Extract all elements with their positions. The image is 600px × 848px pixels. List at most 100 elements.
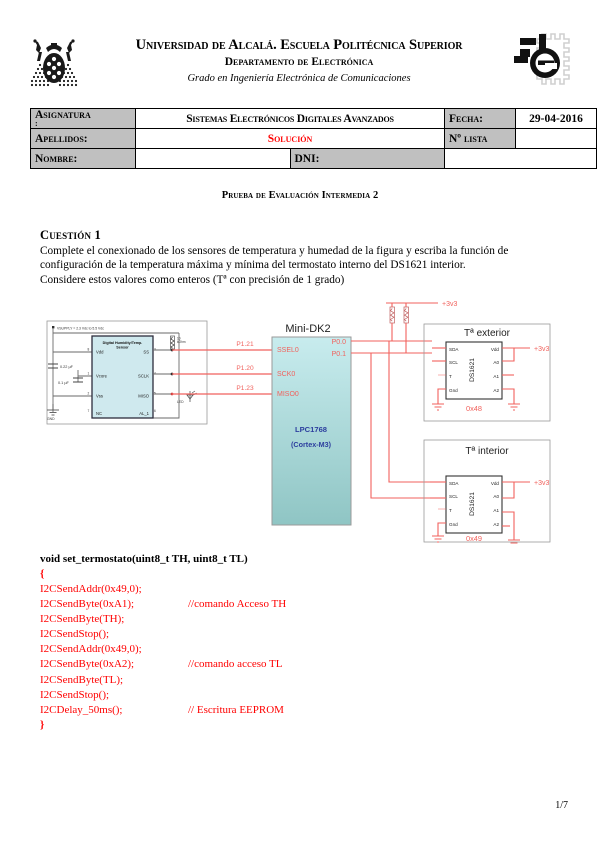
sensor-pinnum-3: 3: [154, 348, 156, 352]
ds1621-exterior-pin-t: T: [449, 374, 452, 379]
code-comment: //comando acceso TL: [188, 658, 283, 671]
humidity-sensor-ic: [91, 335, 154, 419]
ds1621-interior-pin-scl: SCL: [449, 494, 458, 499]
page-footer: 1/7: [0, 800, 568, 811]
dni-label: DNI:: [289, 148, 445, 169]
code-line: I2CDelay_50ms(); // Escritura EEPROM: [40, 703, 440, 718]
list-number-value[interactable]: [515, 128, 597, 149]
ds1621-exterior-grounds: [432, 403, 520, 411]
code-open-brace: {: [40, 568, 45, 581]
led-label: LED: [177, 400, 184, 404]
ground-symbol-sensor: [47, 404, 59, 416]
code-line: I2CSendByte(TH);: [40, 612, 440, 627]
humidity-sensor-title-line2: Sensor: [116, 345, 129, 349]
table-row-subject: Asignatura: Sistemas Electrónicos Digita…: [30, 108, 597, 129]
port-label-p120: P1.20: [236, 365, 254, 372]
capacitor-01uf: 0.1 µF: [58, 377, 83, 385]
mcu-board-title: Mini-DK2: [285, 323, 330, 335]
date-value[interactable]: 29-04-2016: [515, 108, 597, 129]
mcu-board-body: [271, 336, 352, 526]
code-comment: //comando Acceso TH: [188, 598, 287, 611]
exam-info-table: Asignatura: Sistemas Electrónicos Digita…: [30, 108, 597, 169]
ds1621-interior-supply-label: +3v3: [534, 480, 549, 487]
code-statement: I2CSendByte(0xA1);: [40, 598, 135, 611]
code-line: I2CSendAddr(0x49,0);: [40, 642, 440, 657]
capacitor-022uf: 0.22 µF: [48, 363, 74, 369]
mcu-chip-core: (Cortex-M3): [291, 440, 332, 449]
date-label: Fecha:: [444, 108, 516, 129]
surname-label: Apellidos:: [30, 128, 136, 149]
ds1621-interior-title: Tª interior: [465, 446, 509, 457]
code-comment: // Escritura EEPROM: [188, 703, 284, 716]
ds1621-exterior-pin-gnd: Gnd: [449, 388, 458, 393]
led-symbol: LED: [177, 390, 197, 404]
pullup-resistor-ss: 10 kOhm: [170, 335, 186, 350]
mcu-pin-miso0: MISO0: [277, 391, 299, 398]
sensor-pinnum-6: 6: [154, 409, 156, 413]
ds1621-interior-group: Tª interior DS1621 SDA SCL T Gnd Vdd A0 …: [423, 439, 551, 544]
ds1621-exterior-supply-label: +3v3: [534, 346, 549, 353]
code-statement: I2CSendByte(0xA2);: [40, 658, 135, 671]
code-line: I2CSendByte(0xA2); //comando acceso TL: [40, 657, 440, 672]
code-line: I2CSendByte(TL);: [40, 673, 440, 688]
surname-value[interactable]: Solución: [135, 128, 445, 149]
eps-logo-icon: [514, 33, 570, 85]
sensor-pin-vss: Vss: [96, 394, 103, 399]
resistor-value-line1: 10: [177, 337, 181, 341]
question-line-1: Complete el conexionado de los sensores …: [40, 245, 509, 257]
sensor-pinnum-1: 1: [88, 372, 90, 376]
uah-crest-icon: [30, 39, 78, 87]
subject-label: Asignatura:: [30, 108, 136, 129]
sensor-pin-ss: SS: [143, 350, 149, 355]
ds1621-exterior-pin-sda: SDA: [449, 347, 459, 352]
answer-code-block: void set_termostato(uint8_t TH, uint8_t …: [40, 552, 440, 733]
ds1621-exterior-pin-a1: A1: [493, 374, 499, 379]
header-title-block: Universidad de Alcalá. Escuela Politécni…: [90, 36, 508, 87]
mcu-pin-sck0: SCK0: [277, 371, 295, 378]
sensor-pinnum-2: 2: [88, 392, 90, 396]
code-line: I2CSendStop();: [40, 688, 440, 703]
subject-value: Sistemas Electrónicos Digitales Avanzado…: [135, 108, 445, 129]
ds1621-interior-grounds: [432, 535, 520, 544]
ds1621-exterior-title: Tª exterior: [464, 328, 511, 339]
supply-node-dot: [52, 326, 55, 329]
humidity-sensor-title-line1: Digital Humidity/Temp.: [103, 341, 143, 345]
sensor-pin-vcore: Vcore: [96, 374, 108, 379]
code-statement: I2CSendByte(TL);: [40, 673, 124, 686]
ds1621-interior-pin-a1: A1: [493, 508, 499, 513]
ds1621-interior-pin-gnd: Gnd: [449, 522, 458, 527]
question-line-2: configuración de la temperatura máxima y…: [40, 259, 466, 272]
table-row-surname: Apellidos: Solución Nº lista: [30, 128, 597, 149]
mcu-chip-name: LPC1768: [295, 425, 327, 434]
code-statement: I2CSendStop();: [40, 688, 110, 701]
ds1621-exterior-pin-vdd: Vdd: [491, 347, 500, 352]
ds1621-interior-pin-a2: A2: [493, 522, 499, 527]
capacitor-01uf-label: 0.1 µF: [58, 381, 70, 385]
code-statement: I2CSendStop();: [40, 628, 110, 641]
ds1621-interior-pin-vdd: Vdd: [491, 481, 500, 486]
pullup-connection-wires: [386, 302, 438, 353]
page-number: 1/7: [555, 800, 568, 811]
sensor-pin-miso: MISO: [138, 394, 149, 399]
table-row-name: Nombre: DNI:: [30, 148, 597, 169]
sensor-pinnum-5: 5: [154, 392, 156, 396]
question-section: Cuestión 1 Complete el conexionado de lo…: [40, 228, 560, 287]
sensor-output-nets: [153, 349, 172, 395]
dni-value[interactable]: [444, 148, 597, 169]
ds1621-interior-frame: [423, 439, 551, 543]
ds1621-interior-wires: [430, 481, 530, 540]
department-name: Departamento de Electrónica: [224, 56, 374, 69]
name-label: Nombre:: [30, 148, 136, 169]
degree-name: Grado en Ingeniería Electrónica de Comun…: [187, 73, 411, 85]
code-line: I2CSendAddr(0x49,0);: [40, 582, 440, 597]
list-number-label: Nº lista: [444, 128, 516, 149]
name-value[interactable]: [135, 148, 291, 169]
ds1621-exterior-ic: [445, 341, 503, 400]
ds1621-exterior-pin-scl: SCL: [449, 360, 458, 365]
code-statement: I2CDelay_50ms();: [40, 703, 123, 716]
university-name: Universidad de Alcalá. Escuela Politécni…: [135, 37, 463, 53]
ds1621-interior-ic: [445, 475, 503, 534]
sensor-pin-nc: NC: [96, 411, 102, 416]
resistor-value-line2: kOhm: [177, 340, 186, 344]
